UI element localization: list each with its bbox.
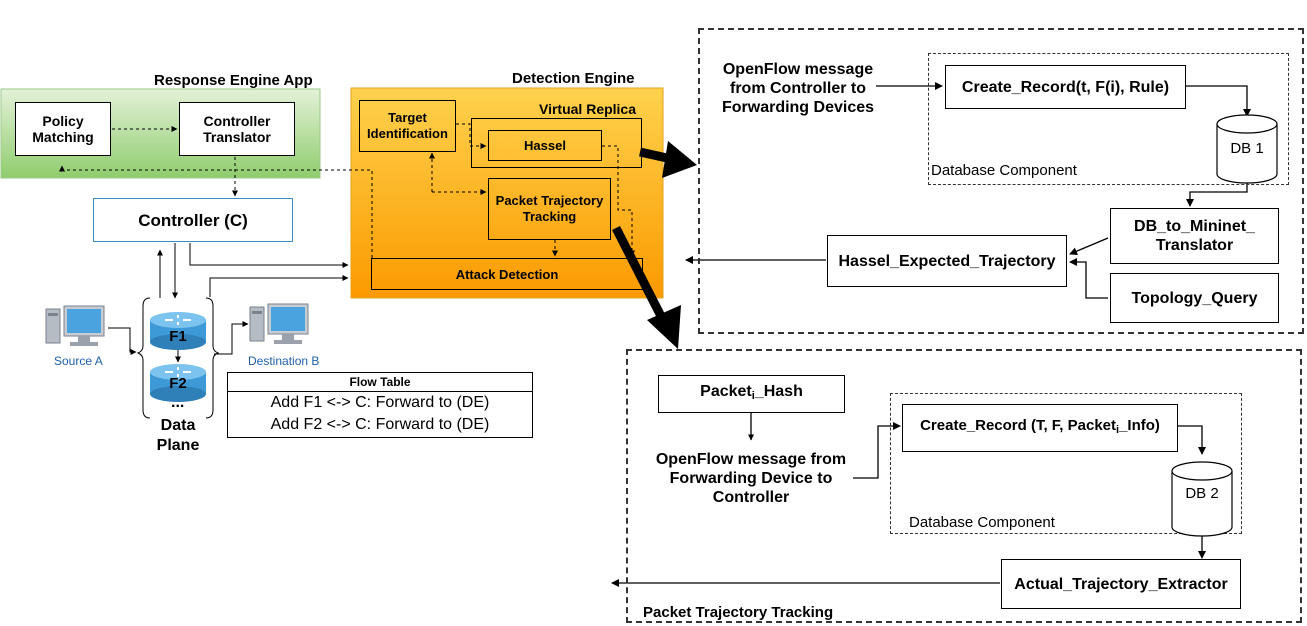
source-computer-icon: [44, 304, 106, 350]
topology-query-label: Topology_Query: [1131, 289, 1258, 307]
db2-label: DB 2: [1185, 485, 1219, 502]
hassel-expected-trajectory-box[interactable]: Hassel_Expected_Trajectory: [827, 235, 1067, 287]
packet-hash-prefix: Packet: [700, 383, 752, 400]
packet-hash-label: Packeti_Hash: [700, 382, 803, 406]
controller-box[interactable]: Controller (C): [93, 198, 293, 242]
db-to-mininet-line: DB_to_Mininet_: [1134, 218, 1255, 235]
create-record-lower-subscript: i: [1116, 424, 1120, 436]
db-to-mininet-translator-box[interactable]: DB_to_Mininet_ Translator: [1110, 208, 1279, 264]
lower-database-component-frame: [890, 393, 1242, 534]
create-record-lower-prefix: Create_Record (T, F, Packet: [920, 417, 1117, 434]
upper-database-component-frame: [928, 53, 1289, 185]
source-a-label: Source A: [54, 354, 103, 368]
create-record-lower-suffix: _Info): [1119, 417, 1160, 434]
flow-table-header: Flow Table: [228, 373, 532, 392]
detection-engine-title: Detection Engine: [512, 70, 635, 87]
lower-openflow-line: Forwarding Device to: [669, 470, 833, 487]
topology-query-box[interactable]: Topology_Query: [1110, 273, 1279, 323]
data-plane-label-line1: Data: [160, 417, 196, 434]
db1-database-icon: DB 1: [1216, 114, 1278, 184]
hassel-label: Hassel: [524, 138, 566, 153]
virtual-replica-label: Virtual Replica: [539, 101, 637, 117]
switch-f1-label: F1: [169, 328, 187, 345]
target-identification-label: Target Identification: [367, 110, 448, 141]
controller-translator-label: Controller Translator: [203, 113, 271, 145]
attack-detection-box[interactable]: Attack Detection: [371, 258, 643, 290]
data-plane-label: Data Plane: [148, 416, 208, 456]
create-record-lower-label: Create_Record (T, F, Packeti_Info): [920, 416, 1160, 440]
hassel-expected-trajectory-label: Hassel_Expected_Trajectory: [838, 252, 1056, 270]
packet-hash-subscript: i: [751, 390, 755, 402]
flow-table: Flow Table Add F1 <-> C: Forward to (DE)…: [227, 372, 533, 438]
db2-database-icon: DB 2: [1171, 461, 1233, 537]
attack-detection-label: Attack Detection: [455, 266, 559, 282]
upper-database-component-label: Database Component: [931, 162, 1077, 179]
upper-openflow-line: from Controller to: [730, 80, 866, 97]
policy-matching-box[interactable]: Policy Matching: [15, 102, 111, 156]
upper-openflow-line: OpenFlow message: [722, 61, 874, 78]
create-record-lower-box[interactable]: Create_Record (T, F, Packeti_Info): [902, 404, 1178, 452]
lower-region-frame: [626, 349, 1302, 623]
lower-openflow-message: OpenFlow message from Forwarding Device …: [642, 450, 860, 507]
switch-f1-router-icon[interactable]: F1: [147, 310, 209, 350]
data-plane-ellipsis: ...: [171, 394, 185, 411]
db1-label: DB 1: [1230, 140, 1264, 157]
response-engine-title: Response Engine App: [154, 72, 313, 89]
hassel-box[interactable]: Hassel: [488, 130, 602, 161]
upper-region-frame: [698, 28, 1304, 334]
data-plane-label-line2: Plane: [156, 437, 200, 454]
lower-region-title: Packet Trajectory Tracking: [643, 604, 834, 621]
packet-hash-box[interactable]: Packeti_Hash: [658, 375, 845, 413]
packet-trajectory-tracking-label: Packet Trajectory Tracking: [495, 193, 604, 224]
switch-f2-label: F2: [169, 375, 187, 392]
policy-matching-label: Policy Matching: [32, 113, 94, 145]
destination-b-label: Destination B: [248, 354, 320, 368]
destination-computer-icon: [248, 302, 310, 348]
controller-translator-box[interactable]: Controller Translator: [179, 102, 295, 156]
target-identification-box[interactable]: Target Identification: [359, 100, 456, 152]
switch-f2-router-icon[interactable]: F2: [147, 362, 209, 402]
actual-trajectory-extractor-box[interactable]: Actual_Trajectory_Extractor: [1001, 559, 1241, 609]
flow-table-row: Add F1 <-> C: Forward to (DE): [270, 394, 490, 411]
virtual-replica-frame: [471, 118, 642, 168]
lower-openflow-line: Controller: [712, 489, 790, 506]
upper-openflow-message: OpenFlow message from Controller to Forw…: [708, 60, 888, 117]
packet-trajectory-tracking-box[interactable]: Packet Trajectory Tracking: [488, 178, 611, 240]
db-to-mininet-line: Translator: [1155, 237, 1234, 254]
controller-label: Controller (C): [138, 210, 248, 230]
lower-openflow-line: OpenFlow message from: [655, 451, 847, 468]
lower-database-component-label: Database Component: [909, 514, 1055, 531]
create-record-upper-box[interactable]: Create_Record(t, F(i), Rule): [945, 65, 1186, 109]
packet-hash-suffix: _Hash: [754, 383, 803, 400]
upper-openflow-line: Forwarding Devices: [721, 99, 875, 116]
create-record-upper-label: Create_Record(t, F(i), Rule): [961, 78, 1170, 96]
flow-table-row: Add F2 <-> C: Forward to (DE): [270, 416, 490, 433]
actual-trajectory-extractor-label: Actual_Trajectory_Extractor: [1014, 575, 1228, 593]
